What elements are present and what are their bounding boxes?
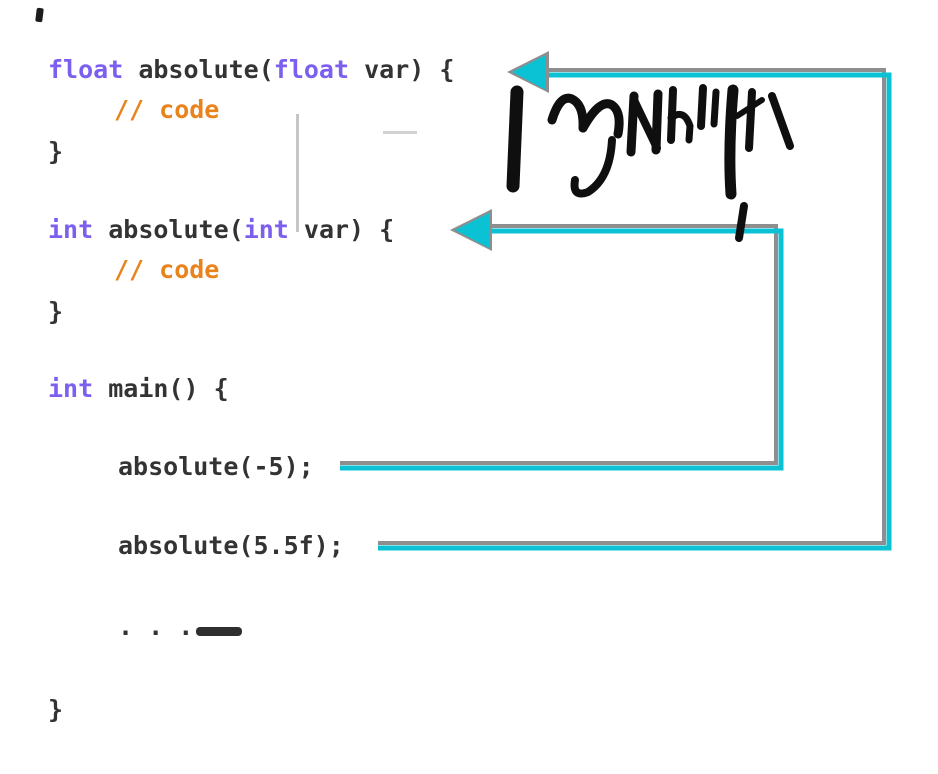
code-token-keyword: float <box>273 55 365 84</box>
call-float-version: absolute(5.5f); <box>118 531 344 561</box>
ghost-artifact-hline <box>383 131 417 134</box>
code-token-comment: // code <box>114 95 220 124</box>
code-token-keyword: float <box>48 55 139 84</box>
code-token-keyword: int <box>48 374 109 403</box>
main-signature: int main() { <box>48 374 229 404</box>
call-int-version: absolute(-5); <box>118 452 314 482</box>
arrow-call-to-float-overload <box>378 51 892 551</box>
arrow-call-to-int-overload <box>340 209 784 471</box>
int-overload-signature: int absolute(int var) { <box>48 215 394 245</box>
ellipsis-line: . . . <box>118 612 193 642</box>
code-token-plain: var) { <box>364 55 455 84</box>
code-token-plain: } <box>48 137 64 166</box>
ghost-artifact-speck <box>35 7 44 23</box>
code-token-plain: var) { <box>303 215 395 244</box>
code-token-keyword: int <box>243 215 304 244</box>
arrowhead-icon <box>512 55 546 90</box>
float-overload-signature: float absolute(float var) { <box>48 55 454 85</box>
int-overload-body-comment: // code <box>114 255 219 285</box>
code-token-plain: main() { <box>108 374 229 403</box>
code-token-plain: absolute(-5); <box>118 452 314 481</box>
code-token-plain: . . . <box>118 612 194 641</box>
float-overload-close-brace: } <box>48 137 63 167</box>
code-token-plain: absolute( <box>108 215 244 244</box>
code-token-plain: } <box>48 695 64 724</box>
int-overload-close-brace: } <box>48 297 63 327</box>
code-token-comment: // code <box>114 255 220 284</box>
ghost-artifact-vline <box>296 114 299 232</box>
code-token-plain: absolute( <box>138 55 274 84</box>
code-token-plain: absolute(5.5f); <box>118 531 344 560</box>
code-token-keyword: int <box>48 215 109 244</box>
ghost-artifact-dash <box>196 627 242 636</box>
float-overload-body-comment: // code <box>114 95 219 125</box>
code-token-plain: } <box>48 297 64 326</box>
arrowhead-icon <box>455 213 489 248</box>
main-close-brace: } <box>48 695 63 725</box>
